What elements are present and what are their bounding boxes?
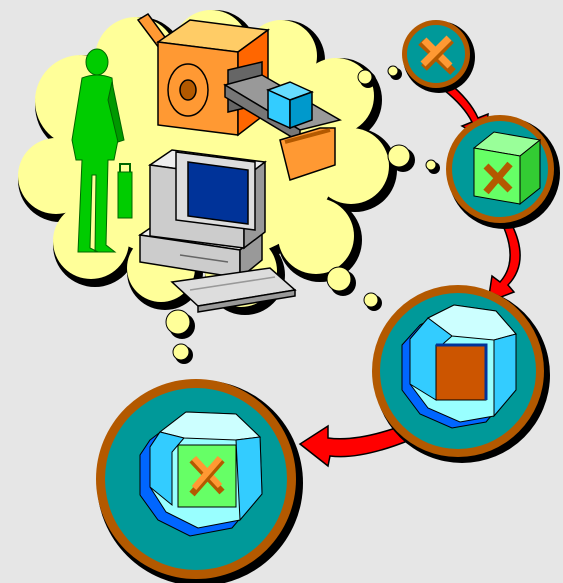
thought-bubble-icon	[165, 65, 440, 364]
circle-x-icon	[402, 20, 475, 93]
octagon-square-icon	[372, 285, 550, 463]
octagon-x-icon	[96, 379, 303, 583]
person-icon	[71, 48, 133, 253]
computer-icon	[137, 149, 297, 313]
factory-machine-icon	[136, 13, 342, 181]
cube-x-icon	[446, 115, 560, 229]
